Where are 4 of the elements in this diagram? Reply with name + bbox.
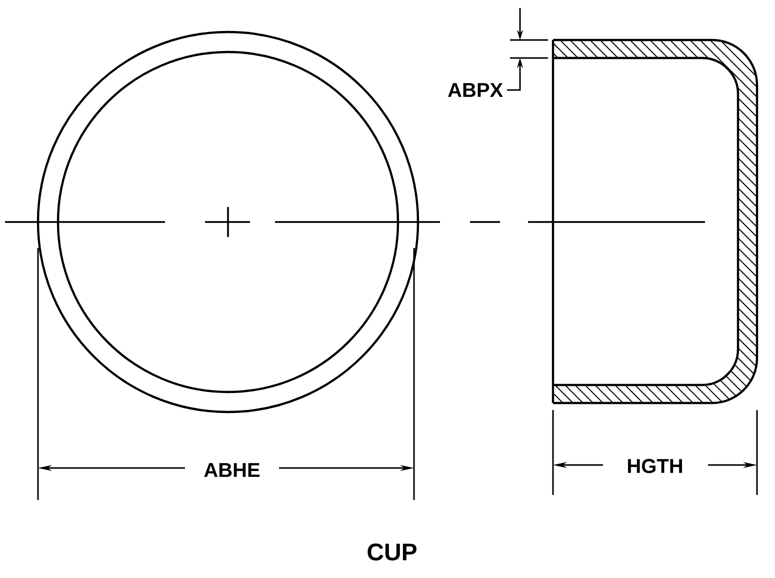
dimension-label: ABPX [448,83,503,97]
caption: CUP [368,544,416,560]
dimension-label: ABHE [204,463,260,477]
dimension-label: HGTH [628,458,682,474]
